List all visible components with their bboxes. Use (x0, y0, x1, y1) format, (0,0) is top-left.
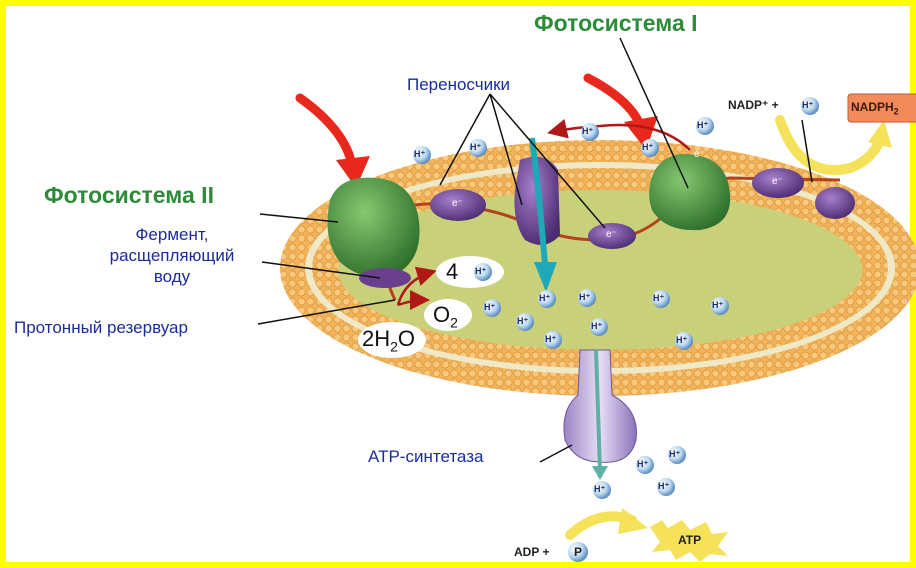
proton-ball-label: H⁺ (582, 126, 593, 137)
water-text-pre: 2H (362, 326, 390, 351)
nadp-plus-label: NADP⁺ + (728, 98, 779, 112)
enzyme-label-line-3: воду (84, 266, 260, 287)
carriers-label: Переносчики (407, 75, 510, 95)
proton-ball-label: H⁺ (802, 100, 813, 111)
photosystem-1-complex (649, 154, 730, 230)
proton-ball-label: H⁺ (637, 459, 648, 470)
proton-ball-label: H⁺ (591, 321, 602, 332)
proton-ball-label: H⁺ (658, 481, 669, 492)
phosphate-label: P (574, 545, 582, 559)
oxygen-text: O (433, 302, 450, 327)
proton-ball-label: H⁺ (594, 484, 605, 495)
proton-ball-label: H⁺ (517, 316, 528, 327)
adp-plus-label: ADP + (514, 545, 549, 559)
proton-ball-label: H⁺ (712, 300, 723, 311)
proton-ball-label: H⁺ (545, 334, 556, 345)
water-text-post: O (398, 326, 415, 351)
electron-label: e⁻ (606, 229, 617, 240)
proton-ball-label: H⁺ (470, 142, 481, 153)
enzyme-label-line-2: расщепляющий (84, 245, 260, 266)
photosystem-1-label: Фотосистема I (534, 10, 698, 37)
oxygen-label: O2 (433, 302, 458, 330)
nadph-text: NADPH (851, 100, 894, 114)
photosystem-2-label: Фотосистема II (44, 182, 214, 209)
nadph-formation-arrow (780, 120, 892, 170)
water-label: 2H2O (362, 326, 415, 354)
four-label: 4 (446, 259, 458, 285)
proton-ball-label: H⁺ (676, 335, 687, 346)
electron-label: e⁻ (694, 149, 705, 160)
atp-label: ATP (678, 533, 701, 547)
proton-ball-label: H⁺ (475, 266, 486, 277)
proton-ball-label: H⁺ (697, 120, 708, 131)
nadph-subscript: 2 (894, 106, 899, 116)
light-arrow-ps2 (300, 98, 370, 188)
atp-formation-arrow (570, 508, 648, 535)
nadp-reductase (815, 187, 855, 219)
proton-ball-label: H⁺ (414, 149, 425, 160)
light-arrow-ps1 (588, 78, 658, 150)
water-subscript: 2 (390, 338, 398, 354)
enzyme-label-line-1: Фермент, (84, 224, 260, 245)
electron-label: e⁻ (772, 176, 783, 187)
proton-ball-label: H⁺ (539, 293, 550, 304)
nadph-label: NADPH2 (851, 100, 899, 116)
proton-ball-label: H⁺ (669, 449, 680, 460)
proton-ball-label: H⁺ (653, 293, 664, 304)
electron-label: e⁻ (452, 198, 463, 209)
water-splitting-enzyme-label: Фермент, расщепляющий воду (84, 224, 260, 287)
atp-synthase-label: ATP-синтетаза (368, 447, 483, 467)
proton-ball-label: H⁺ (579, 292, 590, 303)
proton-reservoir-label: Протонный резервуар (14, 318, 188, 338)
proton-ball-label: H⁺ (642, 142, 653, 153)
oxygen-subscript: 2 (450, 314, 458, 330)
proton-ball-label: H⁺ (484, 302, 495, 313)
